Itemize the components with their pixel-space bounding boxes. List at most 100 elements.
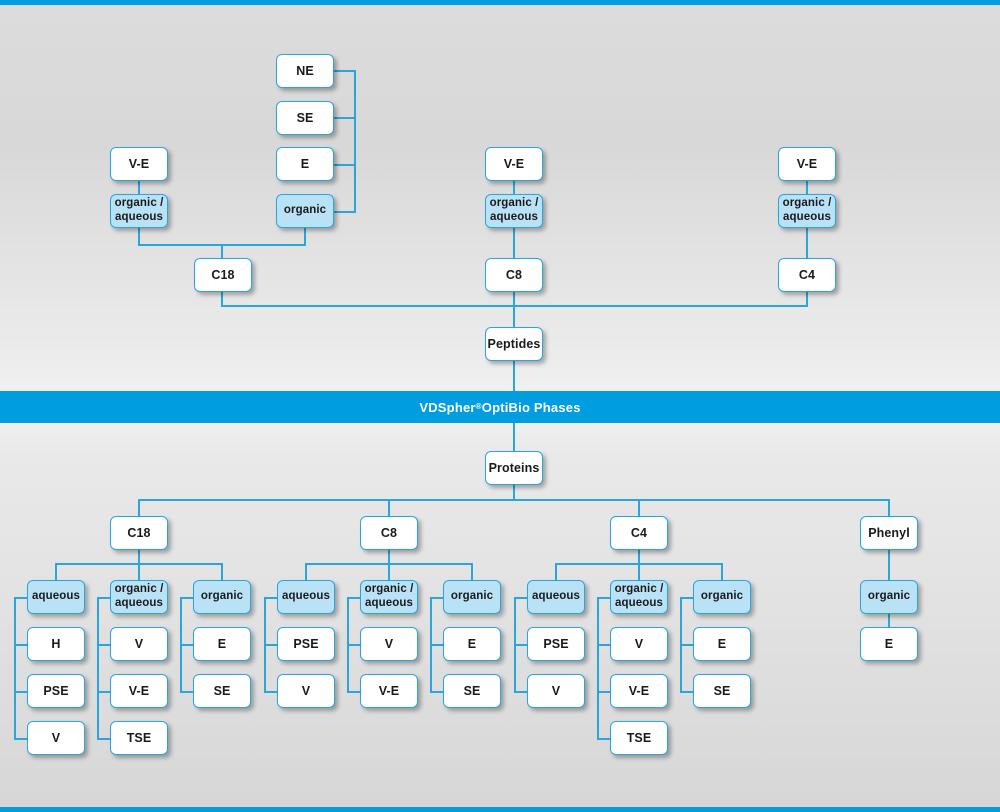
connector-organic-stub: [334, 211, 356, 213]
peptides-root[interactable]: Peptides: [485, 327, 543, 361]
peptides-c18-organic-e[interactable]: E: [276, 147, 334, 181]
peptides-c18-organic-ne[interactable]: NE: [276, 54, 334, 88]
proteins-c8-group-aqueous[interactable]: aqueous: [277, 580, 335, 614]
proteins-phenyl-organic-item-0[interactable]: E: [860, 627, 918, 661]
proteins-phase-c18[interactable]: C18: [110, 516, 168, 550]
connector-c18-oa-drop: [138, 228, 140, 245]
connector-bar-to-p-c4: [638, 499, 640, 516]
bracket-c4-aqueous-stub-0: [514, 597, 528, 599]
proteins-c8-group-organic-aqueous[interactable]: organic / aqueous: [360, 580, 418, 614]
connector-c8-ve-to-oa: [513, 181, 515, 194]
connector-c18-organic-drop: [304, 228, 306, 245]
bracket-c8-organic-stub-0: [430, 597, 444, 599]
proteins-phase-c8[interactable]: C8: [360, 516, 418, 550]
connector-c4-ve-to-oa: [806, 181, 808, 194]
peptides-c4-oa-ve[interactable]: V-E: [778, 147, 836, 181]
peptides-c18-oa-ve[interactable]: V-E: [110, 147, 168, 181]
peptides-c8-oa-mode[interactable]: organic / aqueous: [485, 194, 543, 228]
bracket-c8-oa-stub-1: [347, 644, 361, 646]
proteins-c18-oa-item-0[interactable]: V: [110, 627, 168, 661]
proteins-phase-phenyl[interactable]: Phenyl: [860, 516, 918, 550]
proteins-c4-group-organic-aqueous[interactable]: organic / aqueous: [610, 580, 668, 614]
bracket-c18-aqueous-stub-2: [14, 691, 28, 693]
connector-p-phenyl-drop: [888, 550, 890, 580]
connector-c18-merge-drop: [221, 244, 223, 259]
proteins-c18-group-organic[interactable]: organic: [193, 580, 251, 614]
bracket-c18-oa-stub-2: [97, 691, 111, 693]
proteins-phenyl-group-organic[interactable]: organic: [860, 580, 918, 614]
proteins-c18-organic-item-1[interactable]: SE: [193, 674, 251, 708]
proteins-c18-aqueous-item-1[interactable]: PSE: [27, 674, 85, 708]
bracket-c8-aqueous-stub-0: [264, 597, 278, 599]
bracket-c4-organic-stub-1: [680, 644, 694, 646]
peptides-c18-organic-mode[interactable]: organic: [276, 194, 334, 228]
proteins-c4-organic-item-0[interactable]: E: [693, 627, 751, 661]
proteins-c4-oa-item-1[interactable]: V-E: [610, 674, 668, 708]
proteins-c4-group-organic[interactable]: organic: [693, 580, 751, 614]
proteins-c18-aqueous-item-2[interactable]: V: [27, 721, 85, 755]
proteins-c8-oa-item-1[interactable]: V-E: [360, 674, 418, 708]
connector-p-c18-drop: [138, 550, 140, 564]
bracket-c18-oa: [97, 597, 99, 739]
connector-c8-to-bar: [513, 292, 515, 306]
connector-c18-ve-to-oa: [138, 181, 140, 194]
proteins-c8-aqueous-item-1[interactable]: V: [277, 674, 335, 708]
bracket-c18-oa-stub-0: [97, 597, 111, 599]
peptides-phase-c8[interactable]: C8: [485, 258, 543, 292]
bracket-c18-oa-stub-3: [97, 738, 111, 740]
connector-p-c8-to-organic: [471, 563, 473, 580]
bracket-c18-organic-stub-1: [180, 644, 194, 646]
proteins-c4-aqueous-item-1[interactable]: V: [527, 674, 585, 708]
banner-text-after: OptiBio Phases: [481, 399, 581, 415]
proteins-c8-group-organic[interactable]: organic: [443, 580, 501, 614]
peptides-c18-organic-se[interactable]: SE: [276, 101, 334, 135]
connector-p-c4-drop: [638, 550, 640, 564]
bracket-c18-oa-stub-1: [97, 644, 111, 646]
proteins-c4-aqueous-item-0[interactable]: PSE: [527, 627, 585, 661]
proteins-c18-group-aqueous[interactable]: aqueous: [27, 580, 85, 614]
peptides-c8-oa-ve[interactable]: V-E: [485, 147, 543, 181]
proteins-phase-c4[interactable]: C4: [610, 516, 668, 550]
bracket-c8-organic-stub-2: [430, 691, 444, 693]
bracket-c8-oa-stub-2: [347, 691, 361, 693]
proteins-c8-oa-item-0[interactable]: V: [360, 627, 418, 661]
connector-e-stub: [334, 164, 356, 166]
bracket-c8-oa-stub-0: [347, 597, 361, 599]
peptides-c18-oa-mode[interactable]: organic / aqueous: [110, 194, 168, 228]
proteins-c4-group-aqueous[interactable]: aqueous: [527, 580, 585, 614]
peptides-c4-oa-mode[interactable]: organic / aqueous: [778, 194, 836, 228]
proteins-c18-organic-item-0[interactable]: E: [193, 627, 251, 661]
connector-ne-stub: [334, 70, 356, 72]
proteins-c18-oa-item-1[interactable]: V-E: [110, 674, 168, 708]
peptides-phase-c18[interactable]: C18: [194, 258, 252, 292]
proteins-c18-group-organic-aqueous[interactable]: organic / aqueous: [110, 580, 168, 614]
connector-bar-to-p-c18: [138, 499, 140, 516]
proteins-c4-organic-item-1[interactable]: SE: [693, 674, 751, 708]
bracket-c8-aqueous-stub-1: [264, 644, 278, 646]
bracket-c8-aqueous-stub-2: [264, 691, 278, 693]
bracket-c4-oa-stub-2: [597, 691, 611, 693]
bracket-c4-organic-stub-2: [680, 691, 694, 693]
section-banner: VDSpher® OptiBio Phases: [0, 391, 1000, 423]
proteins-c4-oa-item-2[interactable]: TSE: [610, 721, 668, 755]
connector-p-c4-to-oa: [638, 563, 640, 580]
connector-bar-to-peptides: [513, 305, 515, 327]
peptides-phase-c4[interactable]: C4: [778, 258, 836, 292]
proteins-c18-aqueous-item-0[interactable]: H: [27, 627, 85, 661]
connector-c4-oa-drop: [806, 228, 808, 259]
bracket-c18-aqueous-stub-3: [14, 738, 28, 740]
connector-p-c8-to-aqueous: [305, 563, 307, 580]
proteins-c8-aqueous-item-0[interactable]: PSE: [277, 627, 335, 661]
proteins-c18-oa-item-2[interactable]: TSE: [110, 721, 168, 755]
proteins-root[interactable]: Proteins: [485, 451, 543, 485]
connector-p-c4-to-aqueous: [555, 563, 557, 580]
connector-c8-oa-drop: [513, 228, 515, 259]
bracket-c4-oa-stub-3: [597, 738, 611, 740]
proteins-c4-oa-item-0[interactable]: V: [610, 627, 668, 661]
bracket-c4-organic-stub-0: [680, 597, 694, 599]
proteins-c8-organic-item-1[interactable]: SE: [443, 674, 501, 708]
connector-p-c18-to-oa: [138, 563, 140, 580]
top-accent-bar: [0, 0, 1000, 5]
connector-banner-to-proteins: [513, 423, 515, 451]
proteins-c8-organic-item-0[interactable]: E: [443, 627, 501, 661]
